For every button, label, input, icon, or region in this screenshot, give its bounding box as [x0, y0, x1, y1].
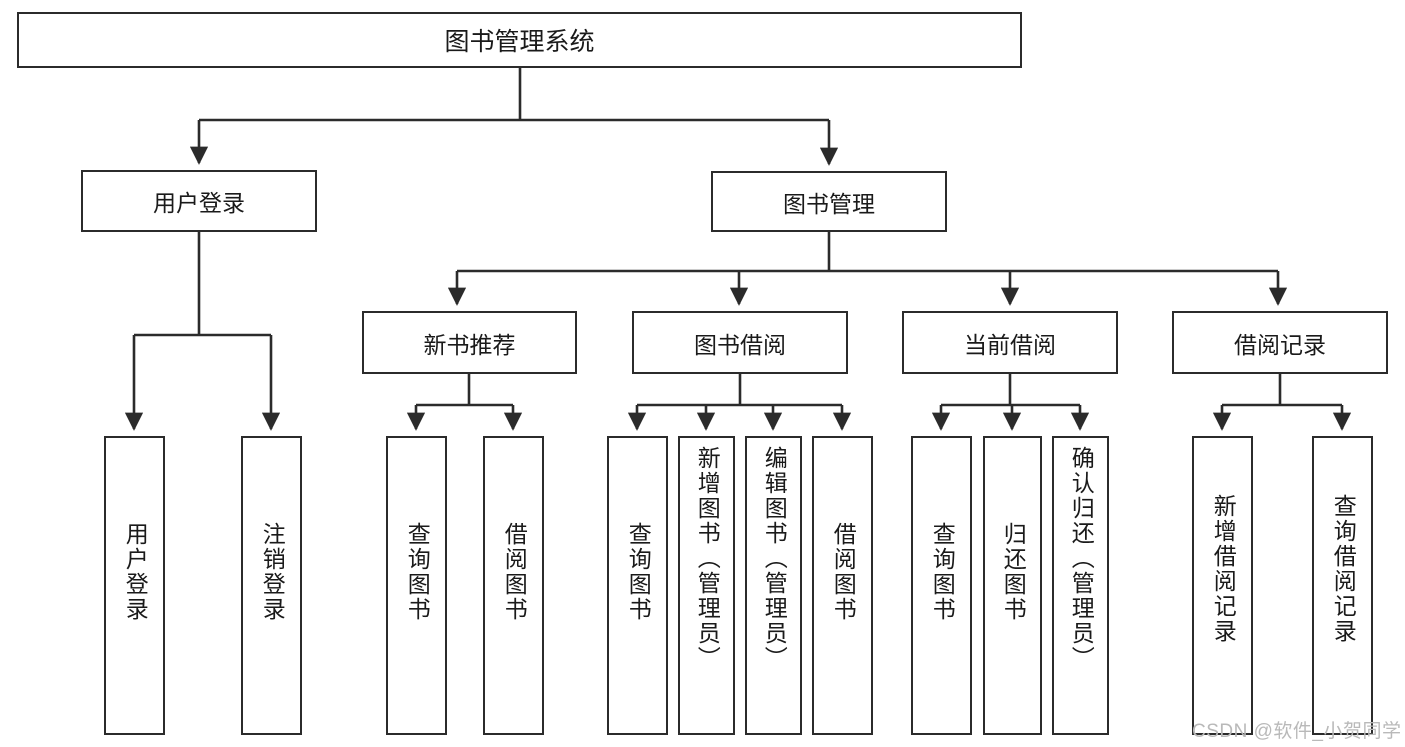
node-label: 注销登录	[259, 522, 286, 622]
node-label: 新增图书（管理员）	[694, 446, 721, 671]
node-leaf-return-book[interactable]: 归还图书	[983, 436, 1042, 735]
node-leaf-query-book-1[interactable]: 查询图书	[386, 436, 447, 735]
node-borrow-record[interactable]: 借阅记录	[1172, 311, 1388, 374]
node-label: 查询图书	[929, 522, 956, 622]
node-label: 查询图书	[404, 522, 431, 622]
node-leaf-add-book[interactable]: 新增图书（管理员）	[678, 436, 735, 735]
node-book-borrow[interactable]: 图书借阅	[632, 311, 848, 374]
node-book-manage[interactable]: 图书管理	[711, 171, 947, 232]
csdn-watermark: CSDN @软件_小贺同学	[1192, 721, 1402, 742]
node-leaf-borrow-book-2[interactable]: 借阅图书	[812, 436, 873, 735]
node-label: 借阅图书	[501, 522, 528, 622]
node-label: 借阅图书	[830, 522, 857, 622]
node-label: 新增借阅记录	[1210, 494, 1237, 644]
node-leaf-borrow-book-1[interactable]: 借阅图书	[483, 436, 544, 735]
node-leaf-confirm-return[interactable]: 确认归还（管理员）	[1052, 436, 1109, 735]
node-label: 查询借阅记录	[1330, 494, 1357, 644]
node-leaf-add-record[interactable]: 新增借阅记录	[1192, 436, 1253, 735]
node-label: 归还图书	[1000, 522, 1027, 622]
node-label: 编辑图书（管理员）	[761, 446, 788, 671]
node-label: 用户登录	[122, 522, 149, 622]
node-root[interactable]: 图书管理系统	[17, 12, 1022, 68]
node-label: 用户登录	[153, 190, 245, 216]
node-leaf-query-record[interactable]: 查询借阅记录	[1312, 436, 1373, 735]
node-leaf-query-book-2[interactable]: 查询图书	[607, 436, 668, 735]
node-label: 图书借阅	[694, 331, 786, 358]
node-label: 借阅记录	[1234, 331, 1326, 358]
node-label: 图书管理系统	[444, 28, 595, 56]
node-label: 当前借阅	[964, 331, 1056, 358]
node-current-borrow[interactable]: 当前借阅	[902, 311, 1118, 374]
node-label: 查询图书	[625, 522, 652, 622]
node-label: 图书管理	[783, 190, 875, 217]
node-leaf-user-login[interactable]: 用户登录	[104, 436, 165, 735]
node-leaf-edit-book[interactable]: 编辑图书（管理员）	[745, 436, 802, 735]
node-label: 确认归还（管理员）	[1068, 446, 1095, 671]
node-user-login[interactable]: 用户登录	[81, 170, 317, 232]
node-leaf-user-logout[interactable]: 注销登录	[241, 436, 302, 735]
node-new-book-rec[interactable]: 新书推荐	[362, 311, 577, 374]
node-leaf-query-book-3[interactable]: 查询图书	[911, 436, 972, 735]
node-label: 新书推荐	[423, 331, 516, 358]
